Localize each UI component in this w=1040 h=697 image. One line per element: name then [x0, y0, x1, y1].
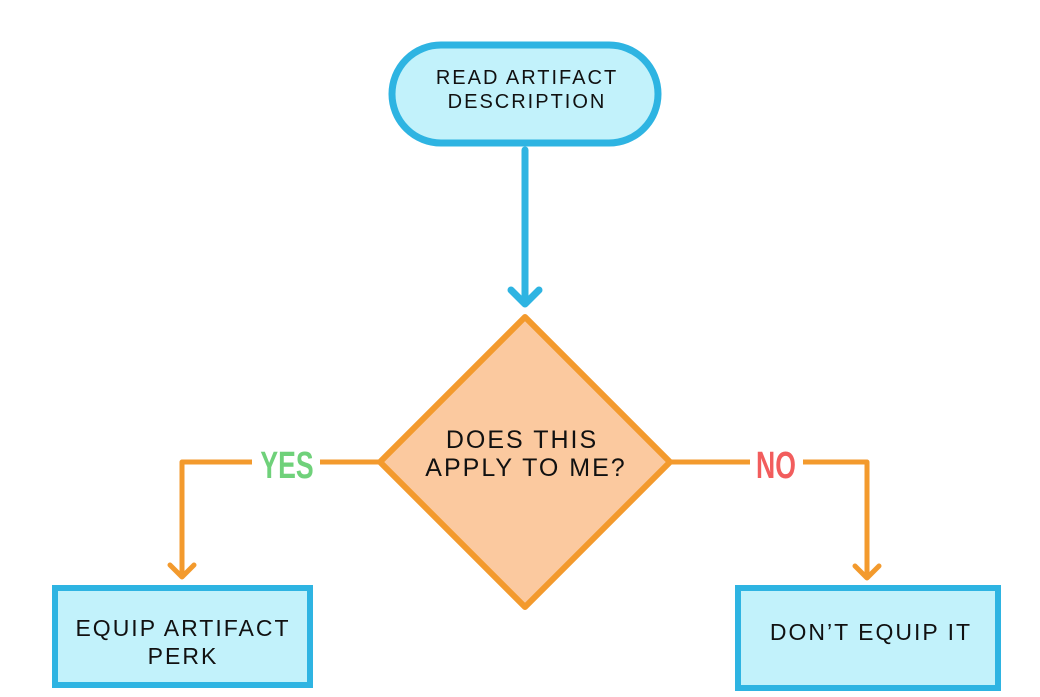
start-node-line1: READ ARTIFACT	[436, 67, 618, 89]
dont-equip-box-shape	[735, 585, 1001, 691]
no-arrow-head	[852, 563, 882, 581]
decision-node: DOES THIS APPLY TO ME?	[377, 314, 673, 610]
start-node: READ ARTIFACT DESCRIPTION	[388, 41, 662, 147]
start-node-line2: DESCRIPTION	[448, 91, 607, 113]
equip-artifact-box-shape	[52, 585, 313, 688]
no-connector: NO	[668, 443, 882, 581]
equip-artifact-box: EQUIP ARTIFACT PERK	[52, 585, 313, 688]
equip-artifact-line1: EQUIP ARTIFACT	[75, 615, 290, 641]
yes-arrow-head	[167, 562, 197, 580]
start-node-shape	[388, 41, 662, 147]
dont-equip-box: DON’T EQUIP IT	[735, 585, 1001, 691]
dont-equip-line1: DON’T EQUIP IT	[770, 619, 972, 645]
yes-label: YES	[260, 443, 313, 486]
start-to-decision-arrow	[507, 146, 543, 308]
equip-artifact-line2: PERK	[148, 643, 219, 669]
decision-node-shape	[377, 314, 673, 610]
start-arrow-head	[507, 286, 543, 308]
decision-node-line1: DOES THIS	[446, 426, 598, 454]
decision-node-line2: APPLY TO ME?	[425, 454, 626, 482]
no-connector-line-2	[803, 459, 870, 576]
yes-connector: YES	[167, 443, 380, 580]
yes-connector-line-2	[179, 459, 252, 575]
no-label: NO	[756, 443, 796, 486]
